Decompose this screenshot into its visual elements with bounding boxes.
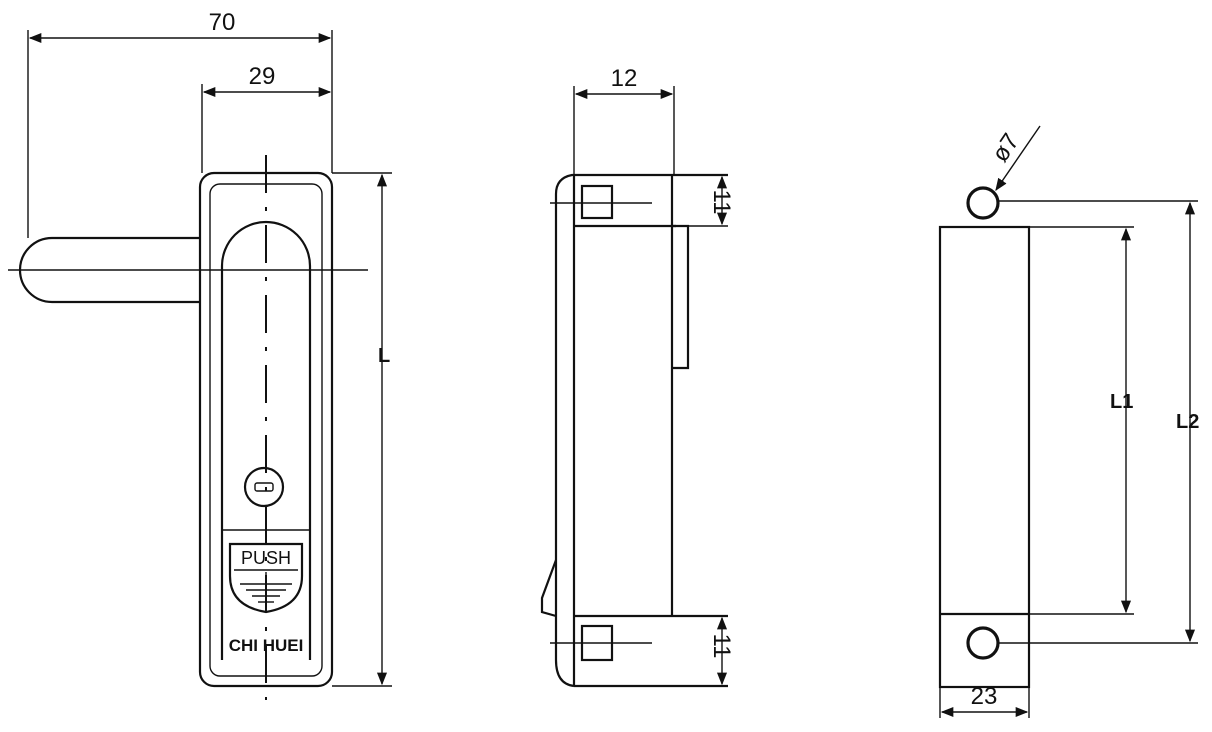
back-plate xyxy=(938,225,1031,689)
side-view: 12 11 11 xyxy=(540,65,735,688)
dim-label-d7: ø7 xyxy=(987,129,1025,167)
front-view: PUSH CHI HUEI 70 29 L xyxy=(8,9,392,700)
top-stud xyxy=(580,184,614,220)
side-latch xyxy=(672,224,690,370)
dim-label-l: L xyxy=(378,345,390,367)
handle-recess xyxy=(220,220,312,660)
dim-label-12: 12 xyxy=(611,65,638,92)
dim-label-70: 70 xyxy=(209,9,236,36)
dim-leader-d7 xyxy=(995,125,1041,192)
side-profile xyxy=(554,173,575,688)
top-mount-hole-icon xyxy=(966,186,1000,220)
bottom-mount-hole-icon xyxy=(966,626,1000,660)
dim-label-23: 23 xyxy=(971,683,998,710)
side-handle-tip xyxy=(540,559,558,618)
dim-label-11-top: 11 xyxy=(708,190,735,215)
dim-label-l1: L1 xyxy=(1110,391,1133,413)
push-badge xyxy=(228,542,304,614)
brand-label: CHI HUEI xyxy=(229,636,304,655)
push-label: PUSH xyxy=(241,548,291,568)
dim-label-29: 29 xyxy=(249,63,276,90)
back-view: ø7 L1 L2 23 xyxy=(938,125,1199,718)
dim-label-11-bottom: 11 xyxy=(708,634,735,659)
push-arrow-icon xyxy=(240,572,292,603)
dim-label-l2: L2 xyxy=(1176,411,1199,433)
key-slot xyxy=(254,482,274,492)
keyhole-icon xyxy=(243,466,285,508)
